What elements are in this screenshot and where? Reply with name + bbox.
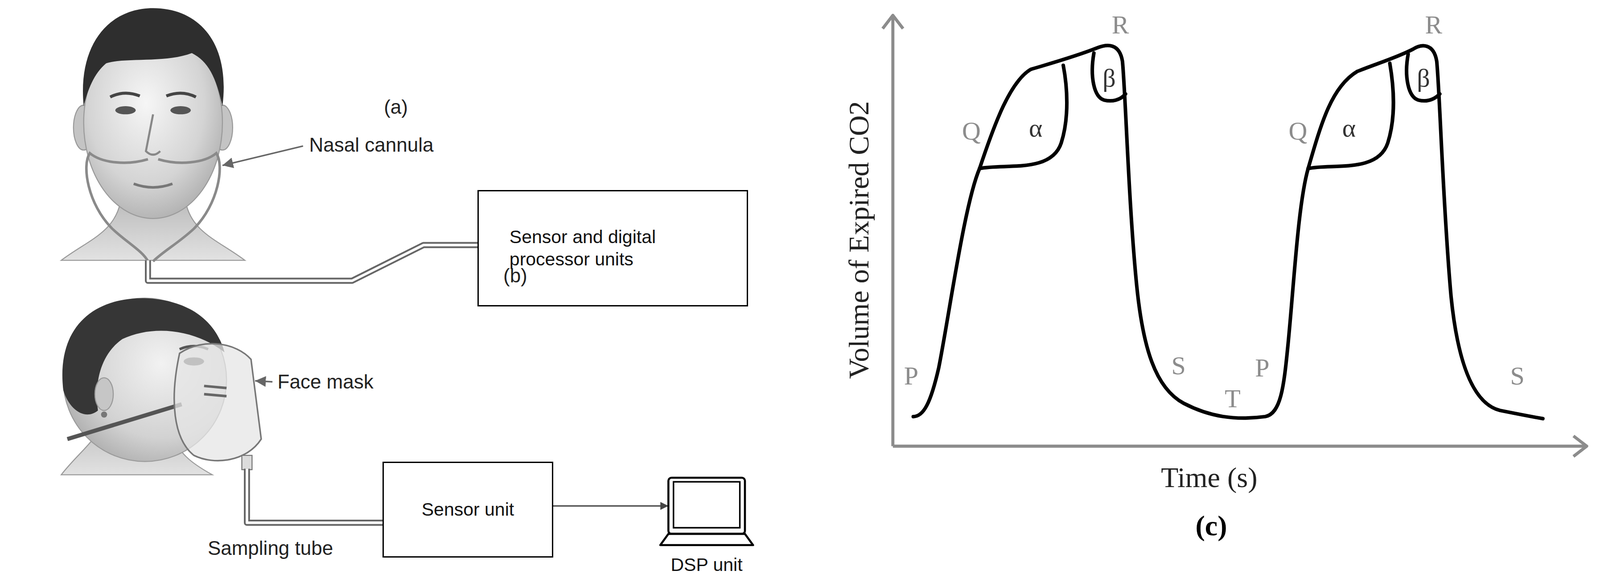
- device-label: DSP unit: [670, 553, 743, 576]
- nasal-tube: [148, 244, 478, 281]
- y-axis-arrow: [882, 15, 904, 29]
- panel-letter: (b): [503, 264, 528, 287]
- x-axis-arrow: [1573, 435, 1587, 457]
- co2-waveform: [913, 45, 1543, 419]
- phase-point: S: [1171, 350, 1186, 381]
- sampling-tube: [246, 468, 383, 523]
- alpha-angle-arc: [979, 65, 1067, 169]
- dsp-laptop: DSP unit: [668, 477, 745, 534]
- face-illustration: [61, 297, 262, 475]
- angle-label: α: [1028, 112, 1043, 143]
- part-label: Sampling tube: [207, 536, 334, 560]
- phase-point: R: [1111, 9, 1130, 40]
- mask-strap: [67, 403, 182, 439]
- eyebrow: [166, 93, 196, 98]
- ear: [94, 377, 114, 411]
- data-connector: [553, 505, 669, 507]
- part-label: Face mask: [277, 370, 374, 393]
- phase-point: P: [1254, 352, 1270, 383]
- capnogram-chart: [882, 15, 1587, 457]
- angle-label: α: [1342, 112, 1356, 143]
- alpha-angle-arc: [1307, 63, 1394, 169]
- phase-point: R: [1425, 9, 1443, 40]
- phase-point: Q: [962, 115, 981, 146]
- phase-point: S: [1509, 360, 1525, 391]
- earring: [101, 411, 108, 418]
- panel-letter: (c): [1195, 509, 1227, 543]
- processor-box: Sensor and digital processor units: [477, 189, 748, 307]
- phase-point: Q: [1288, 115, 1308, 146]
- hair: [82, 8, 224, 107]
- eye: [115, 106, 136, 115]
- phase-point: P: [904, 360, 919, 391]
- beta-angle-arc: [1406, 53, 1440, 101]
- laptop-screen: [668, 477, 745, 534]
- laptop-base: [660, 533, 753, 545]
- nasal-cannula-tube: [152, 152, 220, 262]
- eyebrow: [110, 93, 140, 98]
- x-axis: [892, 444, 1587, 448]
- eye: [170, 106, 191, 115]
- leader-line: [255, 380, 273, 382]
- mask-vent: [204, 385, 227, 396]
- sensor-box: Sensor unit: [382, 461, 553, 558]
- nasal-tube: [148, 244, 478, 281]
- sampling-tube: [246, 468, 383, 523]
- nasal-cannula-tube: [86, 152, 149, 262]
- part-label: Nasal cannula: [309, 133, 434, 157]
- mouth: [133, 183, 173, 188]
- phase-point: T: [1224, 382, 1241, 413]
- angle-label: β: [1102, 62, 1116, 93]
- box-label: Sensor and digital processor units: [509, 225, 716, 271]
- face-illustration: [61, 8, 245, 262]
- leader-line: [222, 145, 304, 165]
- mask-port: [241, 455, 252, 470]
- panel-letter: (a): [383, 95, 408, 119]
- face-mask: [174, 343, 262, 461]
- laptop-display: [673, 481, 741, 528]
- y-axis: [891, 15, 895, 446]
- laptop-icon: [660, 477, 753, 549]
- angle-label: β: [1416, 62, 1431, 93]
- box-label: Sensor unit: [421, 497, 515, 521]
- beta-angle-arc: [1092, 53, 1126, 101]
- axis-title: Time (s): [1160, 460, 1258, 494]
- axis-title: Volume of Expired CO2: [842, 101, 876, 379]
- nose: [145, 114, 161, 155]
